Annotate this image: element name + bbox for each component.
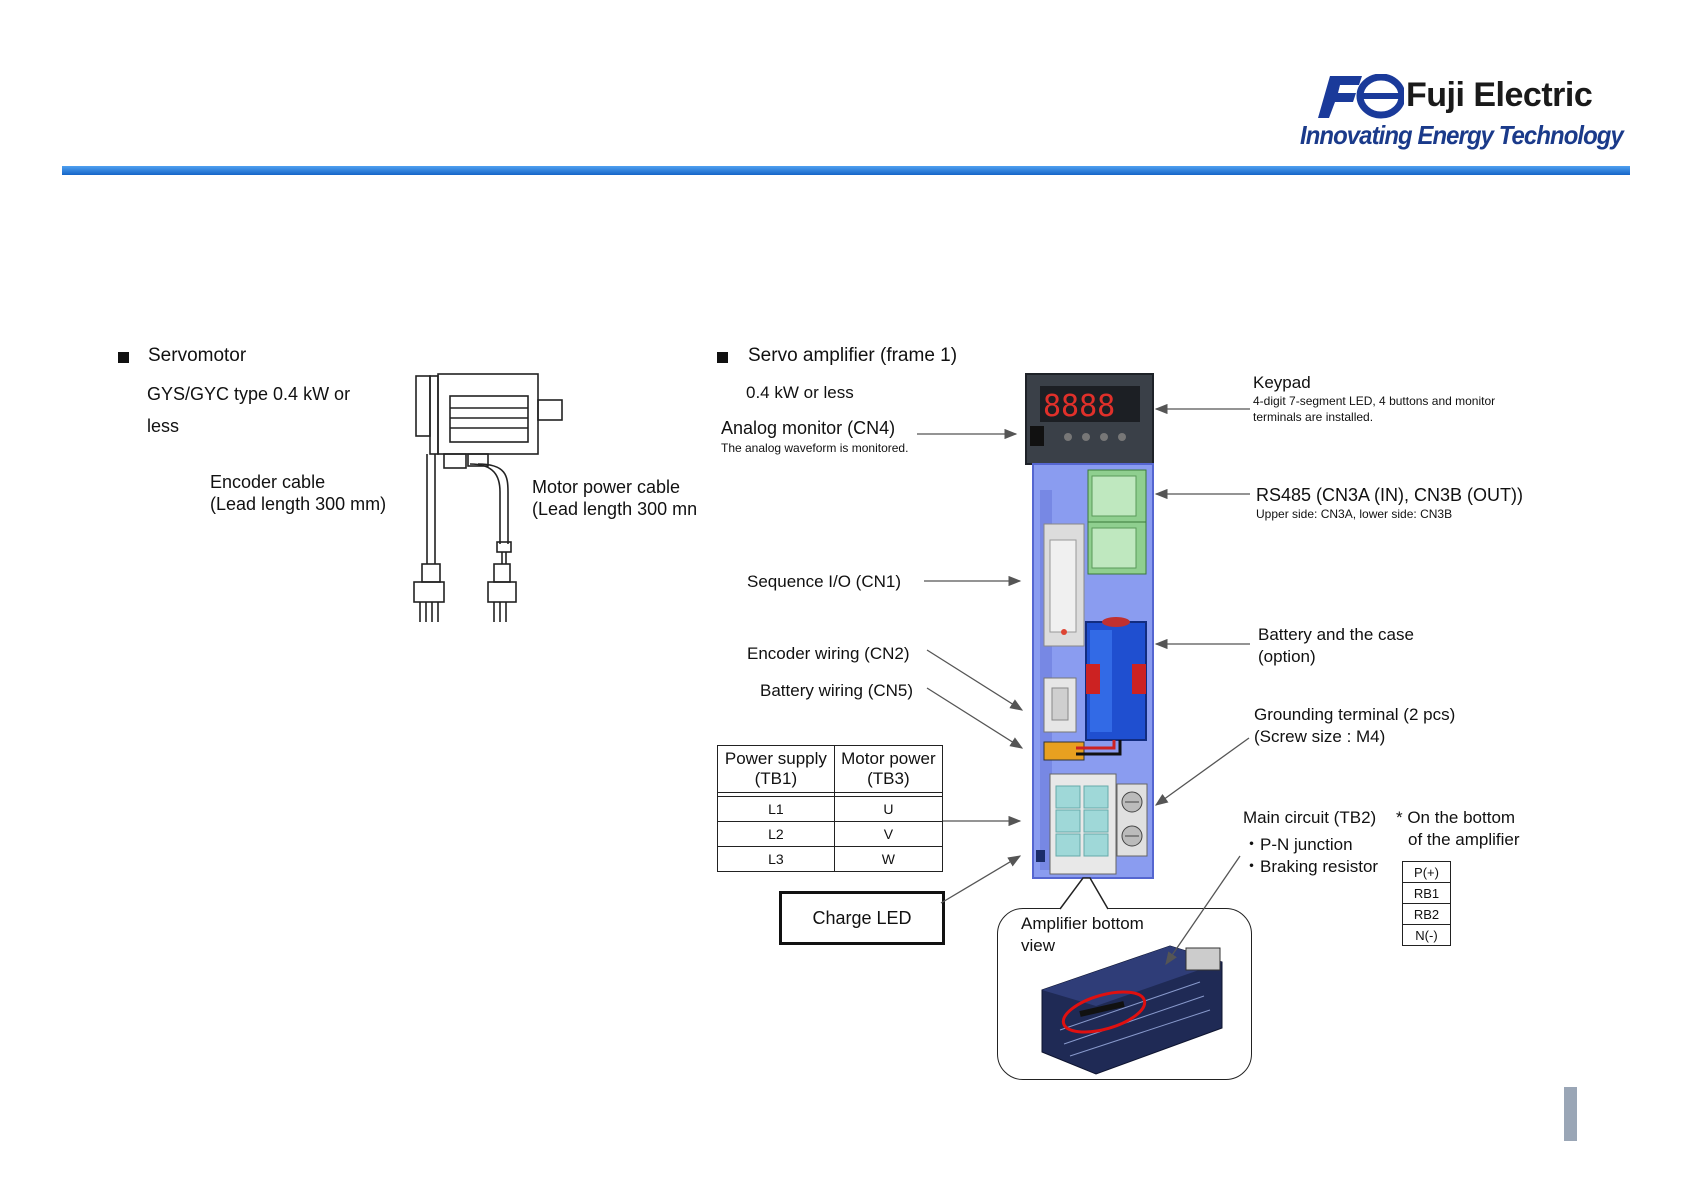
battery-wiring-label: Battery wiring (CN5) <box>760 681 914 700</box>
servomotor-heading: Servomotor <box>148 345 247 366</box>
bottom-view-label-line2: view <box>1021 936 1056 955</box>
amplifier-bullet-icon <box>717 352 728 363</box>
rs485-note: Upper side: CN3A, lower side: CN3B <box>1256 507 1453 521</box>
keypad-note-line2: terminals are installed. <box>1253 410 1374 424</box>
table-header-power-supply: Power supply(TB1) <box>717 745 835 793</box>
main-circuit-pn: ・P-N junction <box>1243 835 1353 854</box>
servomotor-drawing <box>413 373 563 622</box>
encoder-wiring-label: Encoder wiring (CN2) <box>747 644 910 663</box>
pn-terminal-table: P(+) RB1 RB2 N(-) <box>1402 861 1451 946</box>
table-row: L3 W <box>717 846 944 872</box>
encoder-cable-length: (Lead length 300 mm) <box>210 494 387 514</box>
table-row: RB2 <box>1402 903 1451 925</box>
keypad-note-line1: 4-digit 7-segment LED, 4 buttons and mon… <box>1253 394 1496 408</box>
main-circuit-braking: ・Braking resistor <box>1243 857 1379 876</box>
main-circuit-label: Main circuit (TB2) <box>1243 808 1377 827</box>
motor-power-cable-length: (Lead length 300 mn <box>532 499 698 519</box>
grounding-screw-size: (Screw size : M4) <box>1254 727 1386 746</box>
motor-power-cable-length-clip: (Lead length 300 mn <box>532 499 700 523</box>
grounding-terminal-label: Grounding terminal (2 pcs) <box>1254 705 1456 724</box>
svg-text:8888: 8888 <box>1043 389 1115 424</box>
header-rule <box>62 166 1630 175</box>
keypad-label: Keypad <box>1253 373 1311 392</box>
servomotor-model-line1: GYS/GYC type 0.4 kW or <box>147 384 351 404</box>
sequence-io-label: Sequence I/O (CN1) <box>747 572 902 591</box>
bottom-note-line1: * On the bottom <box>1396 808 1516 827</box>
servomotor-bullet-icon <box>118 352 129 363</box>
motor-power-cable-label: Motor power cable <box>532 477 681 497</box>
amplifier-rating: 0.4 kW or less <box>746 383 854 402</box>
brand-name: Fuji Electric <box>1406 76 1593 114</box>
battery-case-option: (option) <box>1258 647 1316 666</box>
amplifier-bottom-view-callout <box>997 908 1252 1080</box>
encoder-cable-label: Encoder cable <box>210 472 326 492</box>
charge-led-box: Charge LED <box>779 891 945 945</box>
charge-led-label: Charge LED <box>812 907 912 928</box>
servomotor-model-line2: less <box>147 416 180 436</box>
brand-tagline: Innovating Energy Technology <box>1300 120 1624 150</box>
fe-logo-mark-icon <box>1318 74 1404 119</box>
page-scroll-marker <box>1564 1087 1577 1141</box>
bottom-view-label-line1: Amplifier bottom <box>1021 914 1144 933</box>
table-row: L1 U <box>717 796 944 822</box>
table-row: N(-) <box>1402 924 1451 946</box>
fuji-electric-logo: Fuji Electric Innovating Energy Technolo… <box>1300 72 1624 152</box>
battery-case-label: Battery and the case <box>1258 625 1414 644</box>
bottom-note-line2: of the amplifier <box>1408 830 1520 849</box>
table-header-motor-power: Motor power(TB3) <box>833 745 944 793</box>
terminal-table: Power supply(TB1) Motor power(TB3) L1 U … <box>717 745 944 872</box>
table-row: L2 V <box>717 821 944 847</box>
amplifier-heading: Servo amplifier (frame 1) <box>748 345 958 366</box>
analog-monitor-note: The analog waveform is monitored. <box>721 441 909 455</box>
rs485-label: RS485 (CN3A (IN), CN3B (OUT)) <box>1256 485 1524 505</box>
analog-monitor-label: Analog monitor (CN4) <box>721 418 896 438</box>
